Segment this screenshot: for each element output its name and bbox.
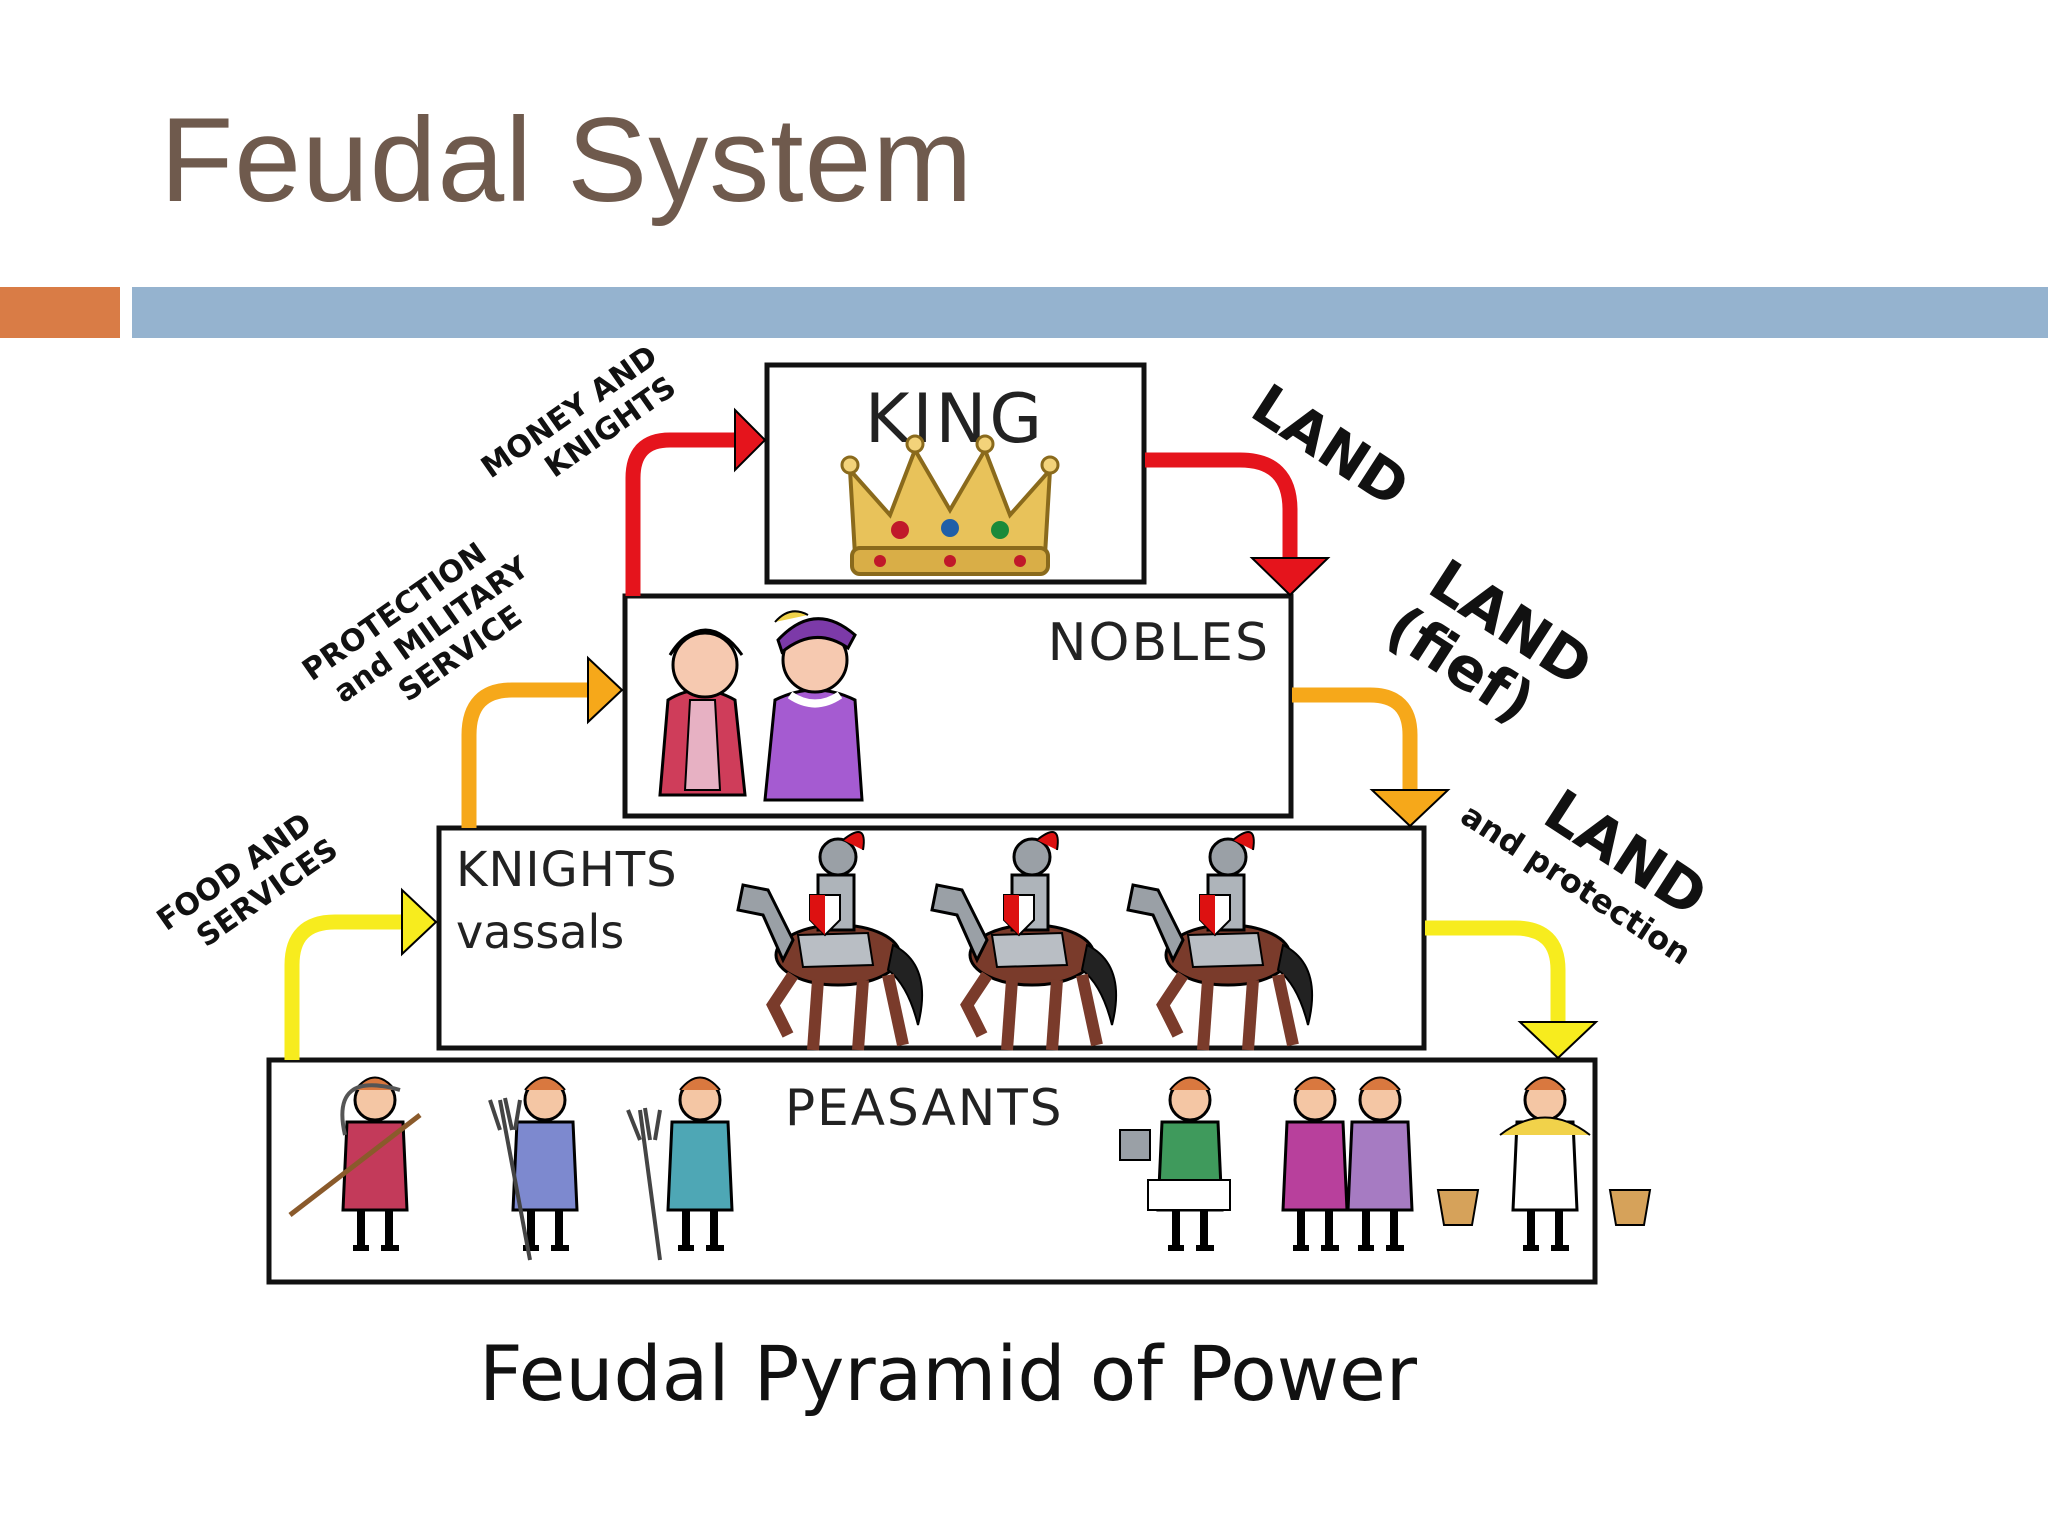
arrow-land-protection <box>1425 920 1599 1060</box>
king-label: KING <box>865 380 1045 459</box>
peasants-label: PEASANTS <box>785 1079 1064 1137</box>
arrow-land-to-nobles <box>1145 452 1331 597</box>
title-accent-bar-blue <box>132 287 2048 338</box>
knights-label: KNIGHTS <box>456 842 678 898</box>
arrow-protection-military <box>461 655 624 828</box>
noble-couple-icon <box>658 610 864 802</box>
flow-label-land1: LAND <box>1240 372 1420 520</box>
title-accent-bar-orange <box>0 287 120 338</box>
crown-icon <box>840 434 1060 576</box>
peasant-icon <box>288 1078 1652 1261</box>
slide-title: Feudal System <box>160 93 974 227</box>
diagram-caption: Feudal Pyramid of Power <box>479 1329 1418 1418</box>
arrow-land-fief <box>1292 687 1451 828</box>
knights-sub-label: vassals <box>456 905 624 959</box>
nobles-label: NOBLES <box>1048 613 1270 673</box>
arrow-money-knights <box>625 407 767 596</box>
arrow-food-services <box>284 887 438 1060</box>
